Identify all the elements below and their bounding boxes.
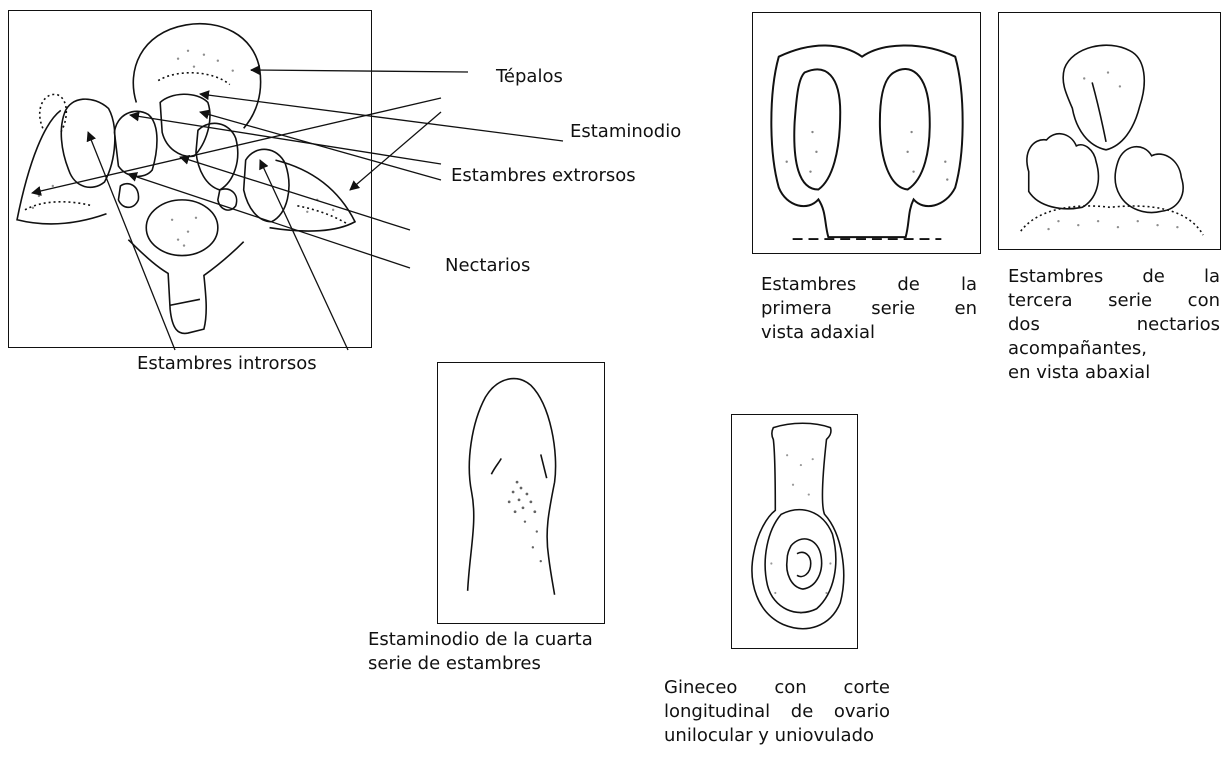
caption-line: Estambres de la — [761, 273, 977, 297]
label-estambres-introrsos: Estambres introrsos — [137, 352, 317, 376]
caption-line: serie de estambres — [368, 652, 668, 676]
flower-panel — [8, 10, 372, 348]
label-nectarios: Nectarios — [445, 254, 530, 278]
first-series-panel — [752, 12, 981, 254]
caption-line: vista adaxial — [761, 321, 977, 345]
caption-line: en vista abaxial — [1008, 361, 1220, 385]
caption-line: Estaminodio de la cuarta — [368, 628, 668, 652]
caption-line: tercera serie con — [1008, 289, 1220, 313]
caption-line: acompañantes, — [1008, 337, 1220, 361]
caption-gineceo: Gineceo con corte longitudinal de ovario… — [664, 676, 890, 748]
flower-illustration — [9, 11, 371, 347]
third-series-panel — [998, 12, 1221, 250]
caption-line: primera serie en — [761, 297, 977, 321]
caption-line: unilocular y uniovulado — [664, 724, 890, 748]
third-series-illustration — [999, 13, 1220, 249]
staminode-panel — [437, 362, 605, 624]
label-estaminodio: Estaminodio — [570, 120, 681, 144]
caption-cuarta-serie: Estaminodio de la cuarta serie de estamb… — [368, 628, 668, 676]
staminode-illustration — [438, 363, 604, 623]
caption-tercera-serie: Estambres de la tercera serie con dos ne… — [1008, 265, 1220, 385]
caption-line: longitudinal de ovario — [664, 700, 890, 724]
label-tepalos: Tépalos — [496, 65, 563, 89]
gynoecium-illustration — [732, 415, 857, 648]
caption-line: dos nectarios — [1008, 313, 1220, 337]
label-estambres-extrorsos: Estambres extrorsos — [451, 164, 636, 188]
caption-primera-serie: Estambres de la primera serie en vista a… — [761, 273, 977, 345]
caption-line: Gineceo con corte — [664, 676, 890, 700]
caption-line: Estambres de la — [1008, 265, 1220, 289]
gynoecium-panel — [731, 414, 858, 649]
first-series-illustration — [753, 13, 980, 253]
